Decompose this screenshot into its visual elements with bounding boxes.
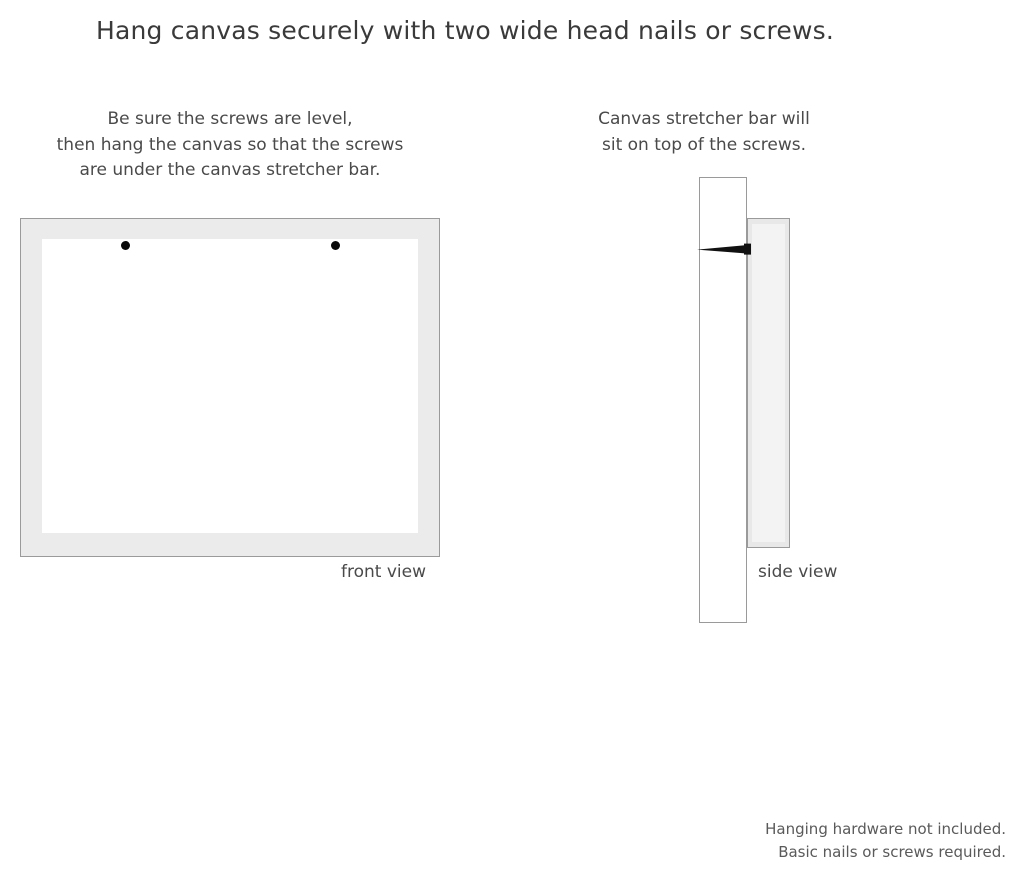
screw-mark-right-icon [331,241,340,250]
side-view-caption-line-1: Canvas stretcher bar will [598,109,810,129]
footer-note: Hanging hardware not included. Basic nai… [765,818,1006,864]
canvas-stretcher-bar-shape [747,218,790,548]
front-view-caption-line-1: Be sure the screws are level, [107,109,353,129]
side-view-caption: Canvas stretcher bar will sit on top of … [585,107,823,158]
side-view-label: side view [758,562,838,582]
canvas-stretcher-bar-inner [752,224,785,542]
footer-line-2: Basic nails or screws required. [778,843,1006,861]
canvas-frame-inner [42,239,418,533]
front-view-caption-line-3: are under the canvas stretcher bar. [79,160,381,180]
footer-line-1: Hanging hardware not included. [765,820,1006,838]
screw-mark-left-icon [121,241,130,250]
page-title: Hang canvas securely with two wide head … [95,16,835,45]
canvas-frame-outer [20,218,440,557]
front-view-diagram [20,218,440,557]
front-view-caption-line-2: then hang the canvas so that the screws [56,134,404,155]
side-view-caption-line-2: sit on top of the screws. [601,134,807,155]
side-view-diagram [697,177,791,623]
front-view-caption: Be sure the screws are level, then hang … [20,107,440,184]
front-view-label: front view [341,562,426,582]
screw-icon [697,243,751,255]
